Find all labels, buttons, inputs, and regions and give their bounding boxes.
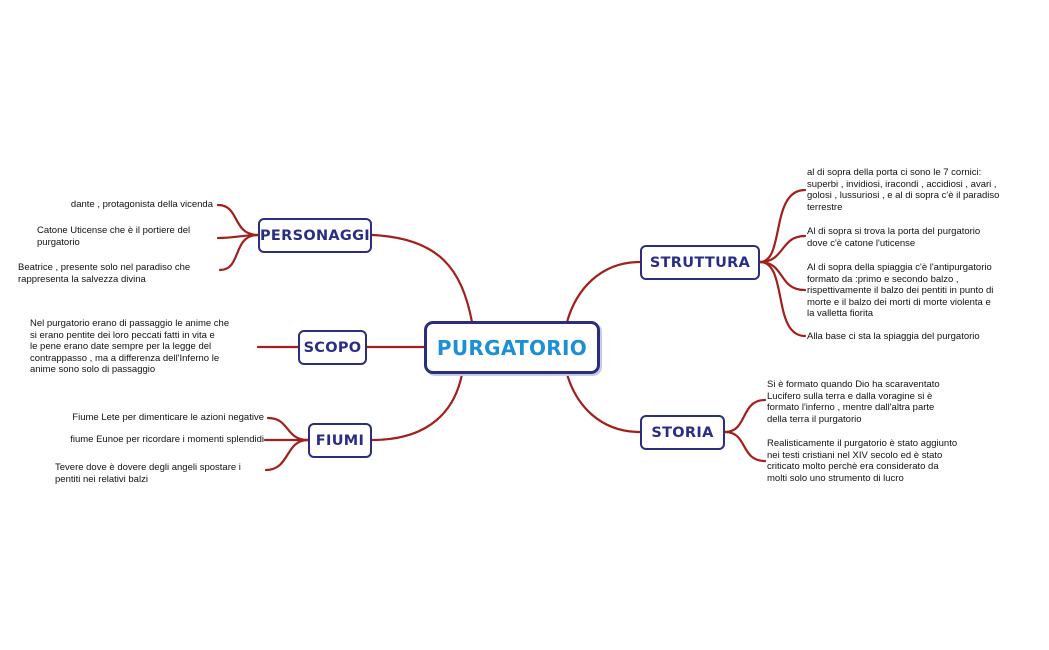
link-struttura-3 xyxy=(758,260,807,292)
branch-fiumi xyxy=(370,372,464,442)
personaggi-note[interactable]: Catone Uticense che è il portiere del pu… xyxy=(37,225,191,248)
link-personaggi-3 xyxy=(218,233,260,272)
branch-personaggi xyxy=(370,233,474,324)
link-fiumi-3 xyxy=(264,438,310,472)
link-storia-2 xyxy=(723,430,767,463)
topic-storia[interactable]: STORIA xyxy=(640,415,725,450)
topic-fiumi-label: FIUMI xyxy=(315,432,365,449)
link-fiumi-1 xyxy=(266,416,310,442)
storia-note[interactable]: Si è formato quando Dio ha scaraventato … xyxy=(767,379,940,425)
link-struttura-2 xyxy=(758,234,807,264)
personaggi-note[interactable]: dante , protagonista della vicenda xyxy=(70,199,213,210)
fiumi-note[interactable]: Fiume Lete per dimenticare le azioni neg… xyxy=(72,412,264,423)
branch-struttura xyxy=(565,260,642,324)
link-struttura-4 xyxy=(758,260,807,338)
fiumi-note[interactable]: fiume Eunoe per ricordare i momenti sple… xyxy=(70,434,264,445)
topic-personaggi[interactable]: PERSONAGGI xyxy=(258,218,372,253)
struttura-note[interactable]: Alla base ci sta la spiaggia del purgato… xyxy=(807,331,980,342)
struttura-note[interactable]: Al di sopra si trova la porta del purgat… xyxy=(807,226,981,249)
topic-struttura-label: STRUTTURA xyxy=(649,254,751,271)
topic-struttura[interactable]: STRUTTURA xyxy=(640,245,760,280)
topic-storia-label: STORIA xyxy=(651,424,714,441)
central-node[interactable]: PURGATORIO xyxy=(424,321,600,374)
fiumi-note[interactable]: Tevere dove è dovere degli angeli sposta… xyxy=(55,462,241,485)
personaggi-note[interactable]: Beatrice , presente solo nel paradiso ch… xyxy=(18,262,191,285)
branch-storia xyxy=(565,372,642,434)
struttura-note[interactable]: Al di sopra della spiaggia c'è l'antipur… xyxy=(807,262,994,320)
scopo-note[interactable]: Nel purgatorio erano di passaggio le ani… xyxy=(30,318,230,376)
storia-note[interactable]: Realisticamente il purgatorio è stato ag… xyxy=(767,438,958,484)
central-label: PURGATORIO xyxy=(436,335,588,360)
topic-fiumi[interactable]: FIUMI xyxy=(308,423,372,458)
struttura-note[interactable]: al di sopra della porta ci sono le 7 cor… xyxy=(807,167,1000,213)
topic-scopo[interactable]: SCOPO xyxy=(298,330,367,365)
topic-personaggi-label: PERSONAGGI xyxy=(259,227,371,244)
link-storia-1 xyxy=(723,398,767,434)
link-struttura-1 xyxy=(758,188,807,264)
link-personaggi-1 xyxy=(216,203,260,237)
topic-scopo-label: SCOPO xyxy=(303,339,362,356)
